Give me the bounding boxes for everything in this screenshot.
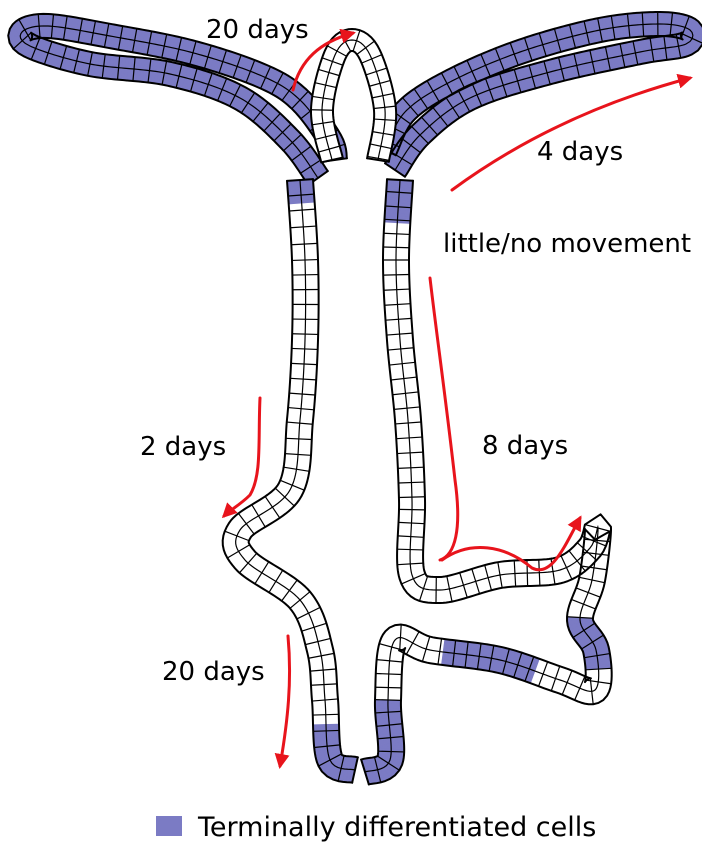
arrow-left-mid [224,398,260,516]
label-top-left-days: 20 days [206,15,309,45]
legend: Terminally differentiated cells [156,812,596,843]
label-right-mid-days: 8 days [482,431,568,461]
label-no-movement: little/no movement [443,229,691,259]
arrow-bottom-left [280,636,290,766]
legend-label: Terminally differentiated cells [197,812,596,843]
label-bottom-left-days: 20 days [162,657,265,687]
label-left-mid-days: 2 days [140,432,226,462]
epithelium-tissue [8,12,702,784]
arrow-right-long [430,278,458,560]
legend-swatch [156,816,182,836]
label-top-right-days: 4 days [537,137,623,167]
